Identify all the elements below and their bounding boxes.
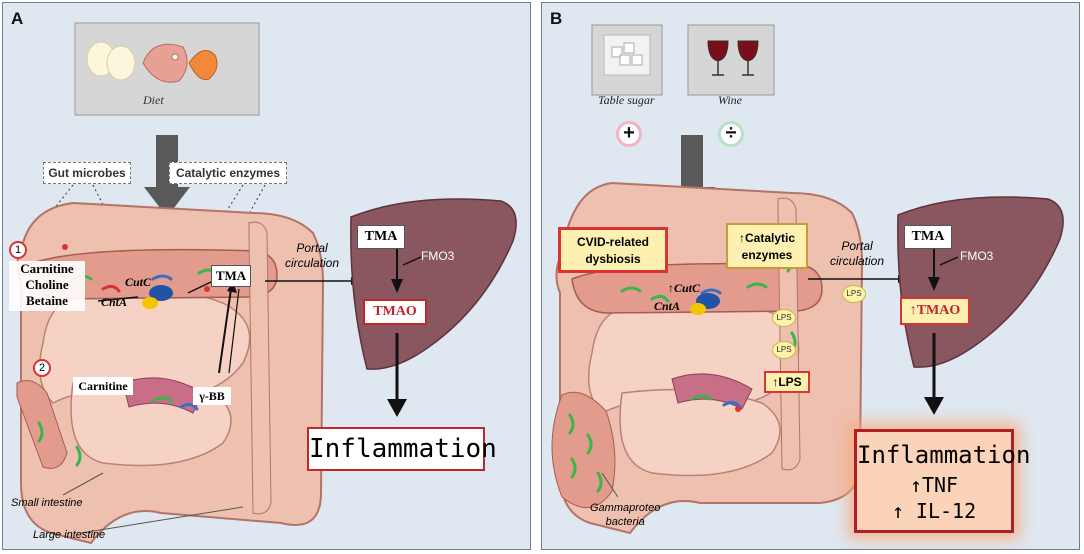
egg-icon: [106, 45, 136, 81]
divide-icon: ÷: [718, 121, 744, 147]
substrate-carnitine: Carnitine: [20, 261, 74, 276]
portal-line-2: circulation: [285, 256, 340, 270]
gbb-label: γ-BB: [193, 387, 231, 405]
carnitine-2-label: Carnitine: [73, 377, 133, 395]
catalytic-line-2: enzymes: [741, 248, 793, 262]
portal-circulation-label: Portal circulation: [285, 241, 339, 271]
fmo3-label-b: FMO3: [960, 249, 994, 263]
il12-label: ↑ IL-12: [891, 499, 977, 523]
plus-icon: +: [616, 121, 642, 147]
liver-shape-b: [897, 196, 1064, 368]
portal-line-1: Portal: [296, 241, 328, 255]
panel-a-letter: A: [11, 9, 24, 28]
cnta-label: CntA: [101, 295, 128, 309]
inflammation-box: Inflammation: [307, 427, 497, 471]
gut-tma-box: TMA: [211, 265, 251, 287]
diet-label: Diet: [143, 93, 164, 107]
gamma-line-2: bacteria: [605, 516, 645, 528]
lps-badge-2: LPS: [772, 309, 796, 327]
gammaproteobacteria-label: Gammaproteo bacteria: [590, 501, 660, 529]
lps-badge-1: LPS: [842, 285, 866, 303]
enzyme-cutc: [149, 285, 173, 301]
substrates-box: Carnitine Choline Betaine: [9, 261, 85, 311]
table-sugar-label: Table sugar: [598, 93, 655, 107]
bacteria-group-b: [568, 251, 797, 493]
fmo3-label: FMO3: [421, 249, 455, 263]
catalytic-enzymes-label: Catalytic enzymes: [169, 162, 287, 184]
enzyme-cnta: [142, 297, 158, 309]
portal-line-2-b: circulation: [830, 254, 885, 268]
wine-box: [687, 24, 775, 96]
gut-microbes-label: Gut microbes: [43, 162, 131, 184]
diet-arrow-b: [681, 135, 703, 189]
cutc-label: CutC: [125, 275, 152, 289]
step-2-badge: 2: [33, 359, 51, 377]
sugar-cubes-icon: [611, 42, 643, 66]
portal-line-1-b: Portal: [841, 239, 873, 253]
inflammation-box-b: Inflammation ↑TNF ↑ IL-12: [854, 429, 1031, 533]
cutc-label-b: ↑CutC: [668, 281, 701, 295]
shrimp-icon: [188, 50, 218, 81]
wine-glasses-icon: [707, 40, 759, 76]
lps-up-box: ↑LPS: [764, 371, 810, 393]
liver-tma-box-b: TMA: [904, 225, 952, 249]
catalytic-enzymes-box: ↑Catalytic enzymes: [726, 223, 808, 269]
wine-label: Wine: [718, 93, 742, 107]
large-intestine-label: Large intestine: [33, 529, 106, 541]
inflammation-label-b: Inflammation: [857, 441, 1031, 469]
panel-a-illustration: [16, 22, 517, 545]
portal-circulation-label-b: Portal circulation: [830, 239, 884, 269]
panel-b: B Table sugar Wine + ÷ CVID-related dysb…: [541, 2, 1080, 550]
tnf-label: ↑TNF: [909, 473, 959, 497]
tmao-box: TMAO: [363, 299, 427, 325]
lps-badge-3: LPS: [772, 341, 796, 359]
dysbiosis-line-1: CVID-related: [576, 235, 650, 249]
dysbiosis-line-2: dysbiosis: [585, 252, 641, 266]
gamma-line-1: Gammaproteo: [590, 502, 661, 514]
step-1-badge: 1: [9, 241, 27, 259]
substrate-betaine: Betaine: [26, 293, 68, 308]
panel-a: A Diet Gut microbes Catalytic enzymes 1 …: [2, 2, 531, 550]
cvid-dysbiosis-box: CVID-related dysbiosis: [558, 227, 668, 273]
cnta-label-b: CntA: [654, 299, 681, 313]
liver-tma-box: TMA: [357, 225, 405, 249]
panel-b-letter: B: [550, 9, 563, 28]
substrate-choline: Choline: [25, 277, 69, 292]
small-intestine-label: Small intestine: [11, 497, 83, 509]
tmao-up-box: ↑TMAO: [900, 297, 970, 325]
catalytic-line-1: ↑Catalytic: [738, 231, 796, 245]
